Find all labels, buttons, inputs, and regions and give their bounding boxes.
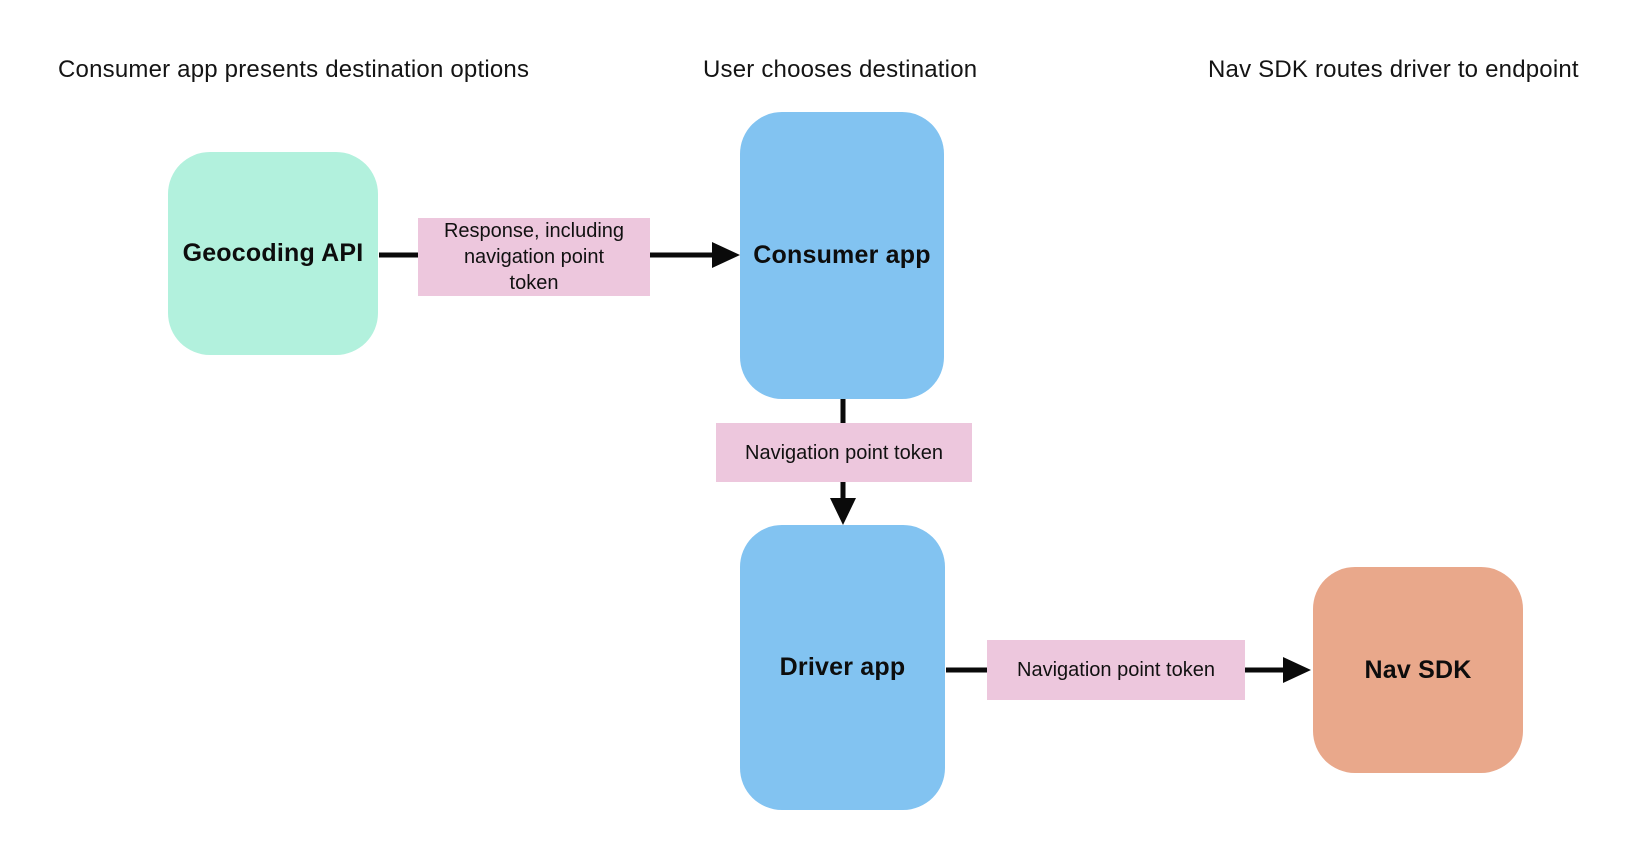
node-geocoding-api-label: Geocoding API bbox=[182, 239, 364, 267]
edge-label-response-token-text: Response, including navigation point tok… bbox=[443, 220, 625, 294]
edge-label-navigation-point-token-vertical-text: Navigation point token bbox=[745, 441, 943, 464]
node-driver-app: Driver app bbox=[740, 525, 945, 810]
edge-label-navigation-point-token-horizontal-text: Navigation point token bbox=[1017, 659, 1215, 681]
node-nav-sdk: Nav SDK bbox=[1313, 567, 1523, 773]
edge-label-response-token: Response, including navigation point tok… bbox=[418, 218, 650, 296]
node-nav-sdk-label: Nav SDK bbox=[1364, 655, 1472, 684]
node-geocoding-api: Geocoding API bbox=[168, 152, 378, 355]
edge-label-navigation-point-token-horizontal: Navigation point token bbox=[987, 640, 1245, 700]
stage-header-user-chooses: User chooses destination bbox=[703, 56, 978, 83]
node-consumer-app: Consumer app bbox=[740, 112, 944, 399]
node-consumer-app-label: Consumer app bbox=[753, 241, 931, 269]
node-driver-app-label: Driver app bbox=[779, 653, 906, 681]
stage-header-navsdk-routes: Nav SDK routes driver to endpoint bbox=[1208, 56, 1579, 83]
edge-label-navigation-point-token-vertical: Navigation point token bbox=[716, 423, 972, 482]
stage-header-consumer-presents: Consumer app presents destination option… bbox=[58, 56, 530, 83]
